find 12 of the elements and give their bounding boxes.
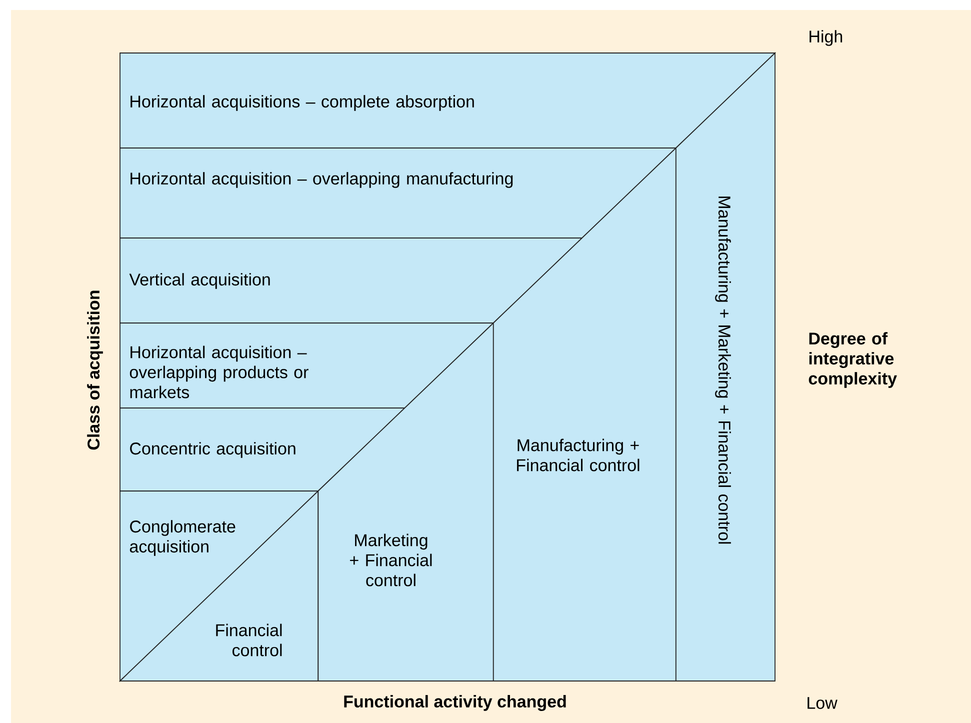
axis-title: Class of acquisition [87, 290, 103, 450]
activity-column: Financial control [216, 624, 282, 656]
class-band: Horizontal acquisitions – complete absorption [120, 52, 776, 148]
axis-title: Degree of integrative complexity [808, 332, 897, 388]
class-band: Concentric acquisition [120, 408, 406, 492]
class-band: Vertical acquisition [120, 238, 584, 324]
axis-title: Functional activity changed [344, 695, 566, 711]
activity-column: Manufacturing + Marketing + Financial control [675, 52, 776, 682]
scale-label: High [810, 30, 842, 46]
class-band: Horizontal acquisition – overlapping manufacturing [120, 148, 678, 238]
scale-label: Low [808, 697, 838, 709]
class-band: Horizontal acquisition – overlapping products or markets [120, 322, 495, 408]
